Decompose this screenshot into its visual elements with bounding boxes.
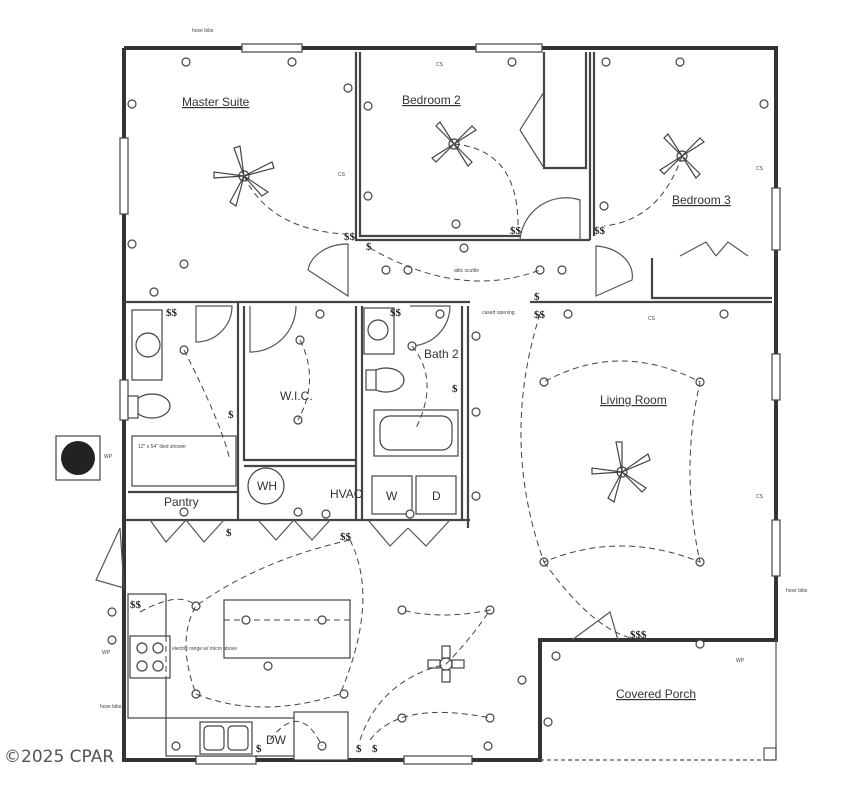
range-label: electric range w/ micro above xyxy=(172,646,237,652)
dishwasher-label: DW xyxy=(266,733,287,747)
kitchen-fixtures xyxy=(127,593,351,761)
switch-bath-2: $$ xyxy=(390,307,402,319)
room-label-hvac: HVAC xyxy=(330,487,363,501)
room-label-covered-porch: Covered Porch xyxy=(616,687,696,701)
switch-hall-2: $ xyxy=(534,291,540,303)
room-label-bedroom-2: Bedroom 2 xyxy=(402,93,461,107)
bath-fixtures xyxy=(127,307,459,487)
switch-porch: $$$ xyxy=(630,629,647,641)
wp-note-porch: WP xyxy=(736,658,745,664)
wp-note-ac: WP xyxy=(104,454,113,460)
switch-bath-2b: $ xyxy=(452,383,458,395)
room-label-wic: W.I.C. xyxy=(280,389,313,403)
switch-entry-2: $ xyxy=(372,743,378,755)
light-fixtures xyxy=(107,57,769,751)
interior-walls xyxy=(124,52,772,528)
windows xyxy=(119,43,781,765)
cs-note-master: CS xyxy=(338,172,346,178)
switch-kitchen: $$ xyxy=(130,599,142,611)
switch-wic: $ xyxy=(228,409,234,421)
ac-unit xyxy=(55,435,101,481)
room-label-bath-2: Bath 2 xyxy=(424,347,459,361)
switch-master: $$ xyxy=(344,231,356,243)
cs-note-living-right: CS xyxy=(756,494,764,500)
shower-label: 12" x 54" tiled shower xyxy=(138,444,186,450)
room-label-living-room: Living Room xyxy=(600,393,667,407)
cs-note-bedroom-3: CS xyxy=(756,166,764,172)
wp-note-kitchen: WP xyxy=(102,650,111,656)
room-label-master-suite: Master Suite xyxy=(182,95,250,109)
hose-bibs-note-left: hose bibs xyxy=(100,704,122,710)
switch-hall: $ xyxy=(366,241,372,253)
switch-laundry: $$ xyxy=(340,531,352,543)
hose-bibs-note-right: hose bibs xyxy=(786,588,808,594)
room-label-pantry: Pantry xyxy=(164,495,199,509)
doors xyxy=(95,91,749,641)
switch-living: $$ xyxy=(534,309,546,321)
cased-opening-label: cased opening xyxy=(482,310,515,316)
switch-master-bath: $$ xyxy=(166,307,178,319)
hose-bibs-note-top: hose bibs xyxy=(192,28,214,34)
cs-note-bedroom-2: CS xyxy=(436,62,444,68)
wiring xyxy=(139,143,701,747)
switch-entry: $ xyxy=(356,743,362,755)
switch-pantry: $ xyxy=(226,527,232,539)
copyright-watermark: ©2025 CPAR xyxy=(4,747,114,767)
water-heater-label: WH xyxy=(257,479,277,493)
switch-bedroom-2: $$ xyxy=(510,225,522,237)
switch-kitchen-sink: $ xyxy=(256,743,262,755)
switch-bedroom-3: $$ xyxy=(594,225,606,237)
room-label-bedroom-3: Bedroom 3 xyxy=(672,193,731,207)
washer-label: W xyxy=(386,489,398,503)
dryer-label: D xyxy=(432,489,441,503)
cs-note-living: CS xyxy=(648,316,656,322)
laundry-fixtures xyxy=(247,467,457,515)
attic-label: attic scuttle xyxy=(454,268,479,274)
